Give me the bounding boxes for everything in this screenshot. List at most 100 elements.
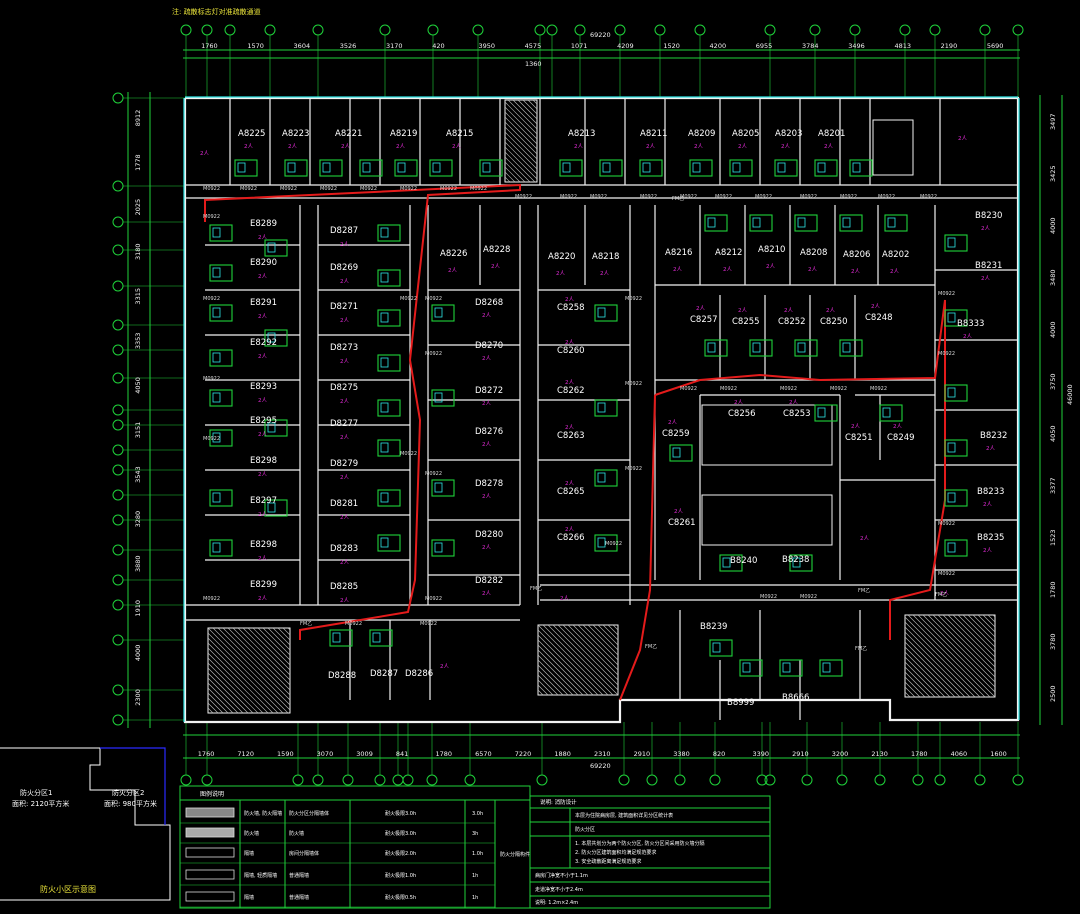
room-label: C8252 bbox=[778, 317, 806, 327]
notes-line5: 3. 安全疏散距离满足规范要求 bbox=[575, 858, 641, 865]
room-label: B8240 bbox=[730, 556, 757, 566]
axis-bubble bbox=[546, 24, 558, 36]
hatch-line bbox=[542, 624, 614, 696]
area-tag: 2人 bbox=[340, 317, 349, 324]
hatch-line bbox=[207, 647, 274, 714]
axis-bubble bbox=[764, 774, 776, 786]
hatch-line bbox=[504, 126, 538, 160]
room-label: A8201 bbox=[818, 129, 845, 139]
room-label: D8280 bbox=[475, 530, 503, 540]
axis-bubble bbox=[379, 24, 391, 36]
door-tag: M0922 bbox=[640, 194, 657, 200]
door-tag: M0922 bbox=[203, 296, 220, 302]
room-label: C8251 bbox=[845, 433, 873, 443]
key-plan: 防火分区1 面积: 2120平方米 防火分区2 面积: 980平方米 防火小区示… bbox=[0, 747, 171, 901]
toilet-block bbox=[209, 489, 233, 507]
area-tag: 2人 bbox=[738, 307, 747, 314]
door-tag: M0922 bbox=[605, 541, 622, 547]
hatch-line bbox=[597, 624, 619, 646]
hatch-line bbox=[904, 681, 921, 698]
axis-bubble bbox=[224, 24, 236, 36]
zone2-name: 防火分区2 bbox=[112, 788, 144, 797]
axis-bubble bbox=[112, 464, 124, 476]
dim-label: 4000 bbox=[1049, 217, 1057, 234]
toilet-block bbox=[431, 304, 455, 322]
toilet-fixture bbox=[947, 492, 956, 503]
toilet-fixture bbox=[212, 492, 221, 503]
dim-label: 1071 bbox=[571, 42, 588, 50]
area-tag: 2人 bbox=[560, 595, 569, 602]
hatch-line bbox=[504, 131, 538, 165]
dim-label: 4050 bbox=[134, 377, 142, 394]
dim-label: 2190 bbox=[941, 42, 958, 50]
area-tag: 2人 bbox=[781, 143, 790, 150]
hatch-line bbox=[207, 657, 264, 714]
room-label: D8268 bbox=[475, 298, 503, 308]
dim-label: 2910 bbox=[792, 750, 809, 758]
hatch-line bbox=[537, 684, 549, 696]
door-tag: M0922 bbox=[780, 386, 797, 392]
hatch-line bbox=[917, 614, 996, 693]
room-label: D8275 bbox=[330, 383, 358, 393]
toilet-fixture bbox=[947, 542, 956, 553]
door-tag: M0922 bbox=[425, 596, 442, 602]
axis-bubble bbox=[709, 774, 721, 786]
room-label: A8211 bbox=[640, 129, 667, 139]
dim-label: 2910 bbox=[634, 750, 651, 758]
toilet-fixture bbox=[947, 387, 956, 398]
axis-bubble bbox=[312, 774, 324, 786]
toilet-fixture bbox=[822, 662, 831, 673]
dim-label: 6955 bbox=[756, 42, 773, 50]
dim-label: 1600 bbox=[990, 750, 1007, 758]
hatch-line bbox=[212, 627, 291, 706]
axis-top bbox=[180, 24, 1024, 98]
dim-label: 3170 bbox=[386, 42, 403, 50]
room-label: A8225 bbox=[238, 129, 265, 139]
dim-label: 3425 bbox=[1049, 165, 1057, 182]
toilet-block bbox=[669, 444, 693, 462]
dim-label: 3200 bbox=[832, 750, 849, 758]
dim-label: 1910 bbox=[134, 600, 142, 617]
hatch-line bbox=[942, 614, 996, 668]
hatch-line bbox=[237, 627, 291, 681]
dim-label: 1520 bbox=[663, 42, 680, 50]
dim-label: 3543 bbox=[134, 466, 142, 483]
door-tag: M0922 bbox=[680, 194, 697, 200]
axis-bubble bbox=[180, 774, 192, 786]
fire-door-tag: FM乙 bbox=[645, 643, 657, 650]
hatch-line bbox=[562, 624, 619, 681]
toilet-block bbox=[559, 159, 583, 177]
dims-right-labels: 3497342540003480400037504050337715231780… bbox=[1049, 113, 1057, 702]
axis-bubble bbox=[180, 24, 192, 36]
legend-c1: 防火墙, 防火隔墙 bbox=[244, 810, 282, 817]
area-tag: 2人 bbox=[784, 307, 793, 314]
toilet-fixture bbox=[597, 402, 606, 413]
toilet-blocks bbox=[209, 159, 968, 677]
toilet-block bbox=[377, 269, 401, 287]
toilet-block bbox=[689, 159, 713, 177]
hatch-line bbox=[952, 614, 996, 658]
toilet-block bbox=[377, 354, 401, 372]
hatch-line bbox=[592, 624, 619, 651]
toilet-fixture bbox=[742, 662, 751, 673]
toilet-block bbox=[944, 309, 968, 327]
room-label: C8248 bbox=[865, 313, 893, 323]
area-tag: 2人 bbox=[482, 400, 491, 407]
legend-c3: 耐火极限0.5h bbox=[385, 894, 416, 901]
notes-line7: 走道净宽不小于2.4m bbox=[535, 886, 583, 893]
room-label: B8239 bbox=[700, 622, 727, 632]
dim-label: 1780 bbox=[1049, 581, 1057, 598]
axis-bubble bbox=[112, 489, 124, 501]
area-tag: 2人 bbox=[258, 471, 267, 478]
area-tag: 2人 bbox=[556, 270, 565, 277]
toilet-fixture bbox=[362, 162, 371, 173]
hatch-line bbox=[207, 672, 249, 714]
toilet-fixture bbox=[380, 227, 389, 238]
area-tag: 2人 bbox=[258, 397, 267, 404]
zone2-area: 面积: 980平方米 bbox=[104, 799, 157, 808]
dim-label: 3497 bbox=[1049, 113, 1057, 130]
key-plan-title: 防火小区示意图 bbox=[40, 884, 96, 894]
area-tag: 2人 bbox=[440, 663, 449, 670]
